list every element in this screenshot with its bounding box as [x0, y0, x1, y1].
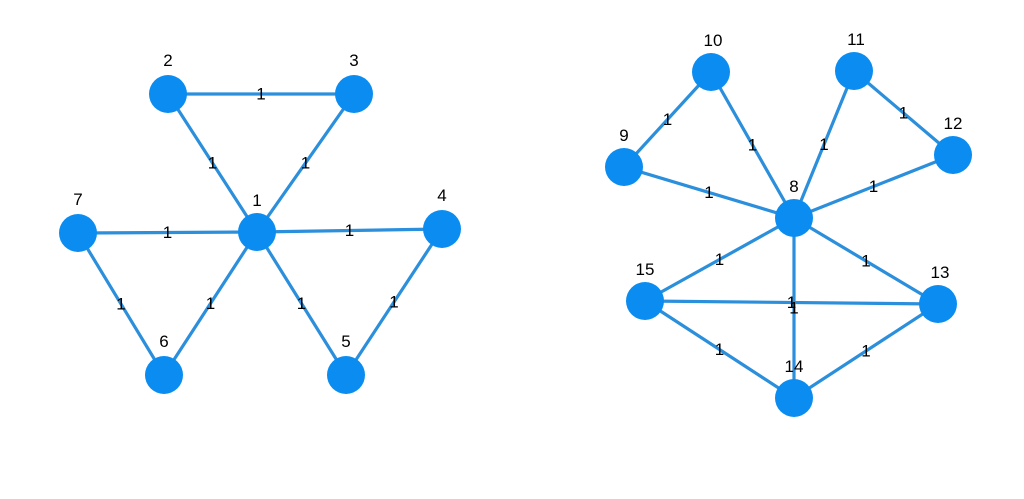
edge-11-12	[852, 69, 955, 157]
edge-12-8	[792, 153, 955, 220]
node-label-5: 5	[341, 332, 350, 351]
node-label-11: 11	[847, 30, 865, 49]
edge-labels-layer: 1 1 1 1 1 1 1 1 1 1 1 1 1 1 1 1 1 1 1 1 1	[116, 84, 908, 360]
edge-weight-label: 1	[715, 340, 724, 359]
node-label-6: 6	[159, 332, 168, 351]
edge-15-14	[643, 299, 796, 400]
edge-10-9	[622, 70, 713, 169]
edge-weight-label: 1	[869, 177, 878, 196]
node-8	[775, 199, 813, 237]
node-12	[934, 136, 972, 174]
edge-weight-label: 1	[663, 110, 672, 129]
node-label-4: 4	[437, 186, 446, 205]
node-9	[605, 148, 643, 186]
node-label-2: 2	[163, 51, 172, 70]
edge-weight-label: 1	[899, 103, 908, 122]
edge-7-1	[76, 230, 259, 235]
edge-3-1	[255, 92, 356, 234]
node-15	[626, 282, 664, 320]
edge-weight-label: 1	[163, 223, 172, 242]
node-3	[335, 75, 373, 113]
edge-4-5	[344, 227, 444, 377]
node-11	[835, 52, 873, 90]
edge-weight-label: 1	[256, 84, 265, 103]
node-label-12: 12	[944, 114, 963, 133]
edge-weight-label: 1	[748, 135, 757, 154]
node-label-3: 3	[349, 51, 358, 70]
edge-weight-label: 1	[116, 294, 125, 313]
edge-10-8	[709, 70, 796, 220]
edge-1-5	[255, 230, 348, 377]
node-1	[238, 213, 276, 251]
node-label-7: 7	[73, 190, 82, 209]
edge-weight-label: 1	[301, 153, 310, 172]
node-label-10: 10	[704, 31, 723, 50]
edge-8-13	[792, 216, 940, 306]
edge-weight-label: 1	[861, 341, 870, 360]
edge-9-8	[622, 165, 796, 220]
edge-weight-label: 1	[297, 294, 306, 313]
node-5	[327, 356, 365, 394]
edge-7-6	[76, 231, 166, 377]
edge-weight-label: 1	[704, 183, 713, 202]
edge-weight-label: 1	[787, 293, 796, 312]
edge-weight-label: 1	[208, 153, 217, 172]
node-4	[423, 210, 461, 248]
edge-15-13	[643, 299, 940, 306]
node-10	[692, 53, 730, 91]
edge-weight-label: 1	[345, 221, 354, 240]
node-6	[145, 356, 183, 394]
node-label-14: 14	[785, 357, 804, 376]
node-label-1: 1	[252, 191, 261, 210]
edge-weight-label: 1	[819, 135, 828, 154]
nodes-layer	[59, 52, 972, 417]
edge-weight-label: 1	[206, 294, 215, 313]
node-13	[919, 285, 957, 323]
node-14	[775, 379, 813, 417]
node-7	[59, 214, 97, 252]
edge-weight-label: 1	[861, 251, 870, 270]
edge-1-6	[162, 230, 259, 377]
node-label-15: 15	[636, 260, 655, 279]
edge-13-14	[792, 302, 940, 400]
node-label-9: 9	[619, 126, 628, 145]
edge-2-1	[166, 92, 259, 234]
edge-weight-label: 1	[715, 250, 724, 269]
node-label-13: 13	[931, 263, 950, 282]
node-label-8: 8	[789, 177, 798, 196]
edge-1-4	[255, 227, 444, 234]
edge-11-8	[792, 69, 856, 220]
edge-8-15	[643, 216, 796, 303]
edges-layer	[76, 69, 955, 400]
node-2	[149, 75, 187, 113]
edge-weight-label: 1	[789, 298, 798, 317]
edge-weight-label: 1	[389, 292, 398, 311]
